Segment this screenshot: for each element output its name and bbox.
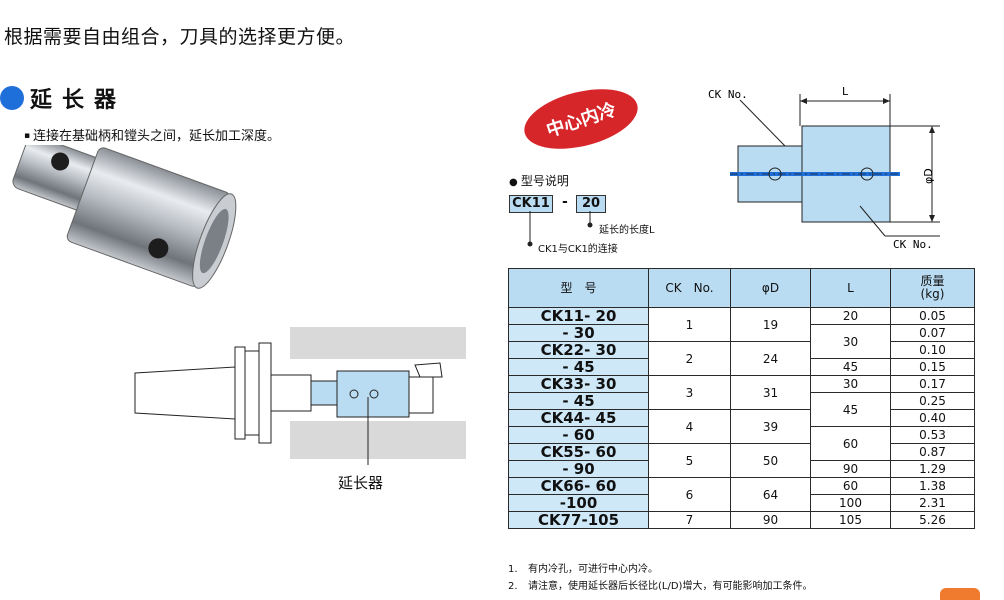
model-code-box-a: CK11 [509,195,553,213]
mass-cell: 0.25 [890,392,975,410]
ck-cell: 1 [648,307,731,342]
footnote: 1.有内冷孔，可进行中心内冷。 [508,564,658,575]
length-cell: 30 [810,375,891,393]
mass-cell: 0.87 [890,443,975,461]
corner-tab-icon [940,588,980,600]
model-code-separator: - [562,194,568,210]
length-cell: 45 [810,358,891,376]
diameter-cell: 24 [730,341,811,376]
model-cell: -100 [508,494,649,512]
model-cell: CK44- 45 [508,409,649,427]
model-code-box-b: 20 [576,195,606,213]
ck-cell: 3 [648,375,731,410]
length-cell: 20 [810,307,891,325]
ck-label-bottom: CK No. [893,238,933,251]
mass-cell: 0.05 [890,307,975,325]
mass-cell: 0.17 [890,375,975,393]
model-cell: CK66- 60 [508,477,649,495]
mass-cell: 5.26 [890,511,975,529]
length-cell: 100 [810,494,891,512]
footnotes: 1.有内冷孔，可进行中心内冷。 2.请注意，使用延长器后长径比(L/D)增大，有… [508,561,812,595]
extender-callout-label: 延长器 [338,474,384,492]
mass-cell: 0.15 [890,358,975,376]
length-cell: 60 [810,477,891,495]
length-note: 延长的长度L [599,225,655,236]
ck-cell: 6 [648,477,731,512]
col-header-diameter: φD [730,268,811,308]
diameter-cell: 64 [730,477,811,512]
ck-cell: 2 [648,341,731,376]
diameter-cell: 39 [730,409,811,444]
mass-cell: 1.29 [890,460,975,478]
intro-text: 根据需要自由组合，刀具的选择更方便。 [4,26,356,48]
model-cell: CK33- 30 [508,375,649,393]
model-cell: - 60 [508,426,649,444]
ck-cell: 4 [648,409,731,444]
diameter-cell: 19 [730,307,811,342]
diameter-label: φD [922,168,935,184]
spec-table: 型 号 CK No. φD L 质量(kg) CK11- 20 1 19 20 … [508,268,975,529]
col-header-model: 型 号 [508,268,649,308]
model-cell: - 30 [508,324,649,342]
diameter-cell: 90 [730,511,811,529]
diameter-cell: 50 [730,443,811,478]
length-cell: 90 [810,460,891,478]
model-cell: CK22- 30 [508,341,649,359]
length-cell: 105 [810,511,891,529]
assembly-diagram [134,327,466,465]
mass-cell: 2.31 [890,494,975,512]
mass-cell: 0.10 [890,341,975,359]
model-cell: CK55- 60 [508,443,649,461]
section-title: 延长器 [30,88,127,113]
ck-cell: 7 [648,511,731,529]
col-header-length: L [810,268,891,308]
dimension-diagram: CK No. L φD CK No. [708,86,940,251]
model-cell: - 45 [508,392,649,410]
mass-cell: 0.53 [890,426,975,444]
model-cell: CK77-105 [508,511,649,529]
model-pointer-lines [527,211,593,247]
model-explanation-heading: 型号说明 [509,172,569,189]
col-header-ck: CK No. [648,268,731,308]
ck-cell: 5 [648,443,731,478]
mass-cell: 0.07 [890,324,975,342]
length-cell: 30 [810,324,891,359]
coolant-badge: 中心内冷 [524,89,638,149]
section-description: 连接在基础柄和镗头之间，延长加工深度。 [24,125,280,144]
section-bullet-icon [0,86,24,110]
model-cell: CK11- 20 [508,307,649,325]
ck-label-top: CK No. [708,88,748,101]
model-cell: - 90 [508,460,649,478]
extender-photo [12,145,237,289]
mass-cell: 0.40 [890,409,975,427]
length-cell: 45 [810,392,891,427]
col-header-mass: 质量(kg) [890,268,975,308]
model-cell: - 45 [508,358,649,376]
connection-note: CK1与CK1的连接 [538,244,618,255]
length-cell: 60 [810,426,891,461]
mass-cell: 1.38 [890,477,975,495]
diameter-cell: 31 [730,375,811,410]
length-label: L [842,86,849,98]
footnote: 2.请注意，使用延长器后长径比(L/D)增大，有可能影响加工条件。 [508,581,813,592]
